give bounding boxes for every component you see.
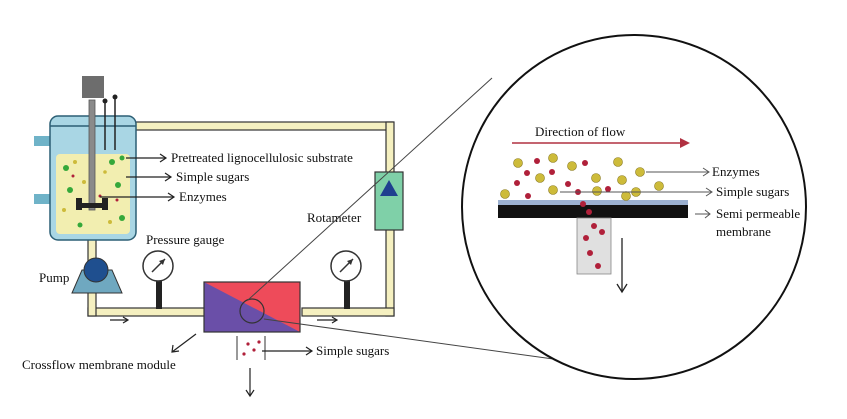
pressure-gauge-icon [142, 250, 174, 309]
label-simple-sugars-reactor: Simple sugars [176, 169, 249, 184]
permeate-label-arrow [262, 346, 314, 356]
zoom-sugar-particles [514, 158, 611, 269]
label-crossflow-module: Crossflow membrane module [22, 357, 176, 372]
magnifier-circle-icon: Direction of flow [461, 34, 807, 380]
label-simple-sugars-zoom: Simple sugars [716, 184, 789, 199]
reactor-vessel-icon [34, 76, 137, 241]
zoom-enzyme-particles [500, 153, 664, 201]
label-enzymes-reactor: Enzymes [179, 189, 227, 204]
zoom-permeate-down-arrow [616, 238, 628, 294]
rotameter-icon [374, 171, 404, 231]
label-rotameter: Rotameter [307, 210, 362, 225]
pipe-flow-arrows [110, 316, 339, 324]
label-membrane-line2: membrane [716, 224, 771, 239]
label-enzymes-zoom: Enzymes [712, 164, 760, 179]
label-direction-of-flow: Direction of flow [535, 124, 626, 139]
label-membrane-line1: Semi permeable [716, 206, 800, 221]
reactor-particles [62, 155, 125, 228]
pump-icon [71, 257, 123, 294]
pressure-gauge-right-icon [330, 250, 362, 309]
flow-direction-arrow [512, 138, 690, 148]
label-pretreated-substrate: Pretreated lignocellulosic substrate [171, 150, 353, 165]
label-pump: Pump [39, 270, 69, 285]
zoom-connector-lines [247, 77, 605, 367]
zoom-label-arrows [560, 167, 713, 219]
reactor-label-arrows [100, 153, 176, 202]
label-pressure-gauge: Pressure gauge [146, 232, 225, 247]
membrane-module-icon [203, 281, 301, 360]
module-label-arrow [171, 333, 197, 353]
permeate-down-arrow [245, 368, 255, 398]
label-simple-sugars-permeate: Simple sugars [316, 343, 389, 358]
